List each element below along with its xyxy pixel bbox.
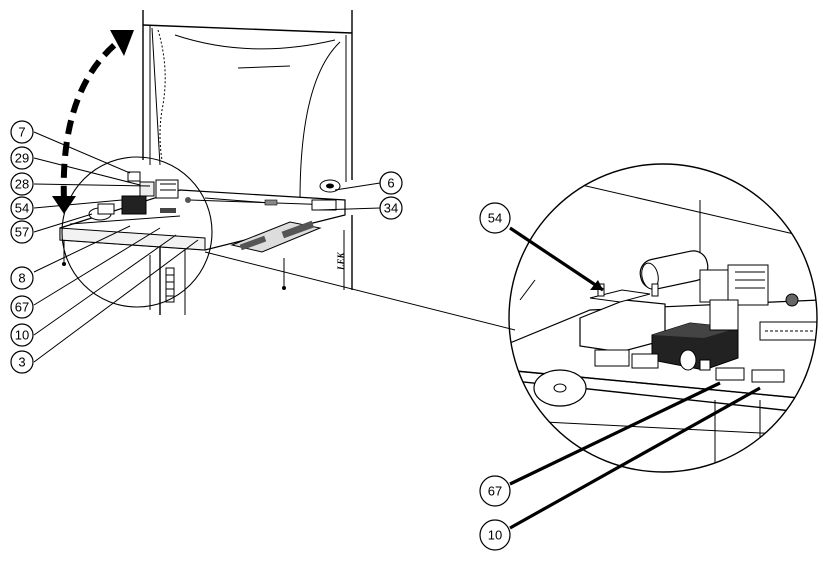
callout-54-label: 54 bbox=[15, 201, 29, 216]
detail-callout-54: 54 bbox=[480, 203, 510, 233]
callout-8-label: 8 bbox=[18, 271, 25, 286]
callout-29: 29 bbox=[11, 147, 33, 169]
callout-28: 28 bbox=[11, 173, 33, 195]
unit-cabinet bbox=[143, 10, 352, 315]
callout-10: 10 bbox=[11, 324, 33, 346]
detail-callout-67-label: 67 bbox=[488, 484, 502, 499]
callout-8: 8 bbox=[11, 267, 33, 289]
callout-54: 54 bbox=[11, 197, 33, 219]
swing-direction-arrow bbox=[52, 30, 134, 214]
callout-6-label: 6 bbox=[387, 176, 394, 191]
detail-callout-10: 10 bbox=[480, 520, 510, 550]
callout-10-label: 10 bbox=[15, 328, 29, 343]
leader-54-detail bbox=[510, 228, 603, 290]
manufacturer-mark: LEK bbox=[336, 251, 346, 271]
callout-7: 7 bbox=[11, 121, 33, 143]
zoom-connector-line bbox=[205, 252, 515, 330]
callout-57: 57 bbox=[11, 221, 33, 243]
detail-callout-10-label: 10 bbox=[488, 528, 502, 543]
callout-3-label: 3 bbox=[18, 355, 25, 370]
callout-67-label: 67 bbox=[15, 300, 29, 315]
callout-3: 3 bbox=[11, 351, 33, 373]
callout-34-label: 34 bbox=[384, 201, 398, 216]
callout-29-label: 29 bbox=[15, 151, 29, 166]
detail-callout-54-label: 54 bbox=[488, 211, 502, 226]
callout-67: 67 bbox=[11, 296, 33, 318]
detail-view bbox=[505, 164, 820, 528]
detail-callout-67: 67 bbox=[480, 476, 510, 506]
leader-10-detail bbox=[510, 388, 760, 528]
callout-34: 34 bbox=[380, 197, 402, 219]
callout-28-label: 28 bbox=[15, 177, 29, 192]
callout-6: 6 bbox=[380, 172, 402, 194]
callout-7-label: 7 bbox=[18, 125, 25, 140]
callout-57-label: 57 bbox=[15, 225, 29, 240]
